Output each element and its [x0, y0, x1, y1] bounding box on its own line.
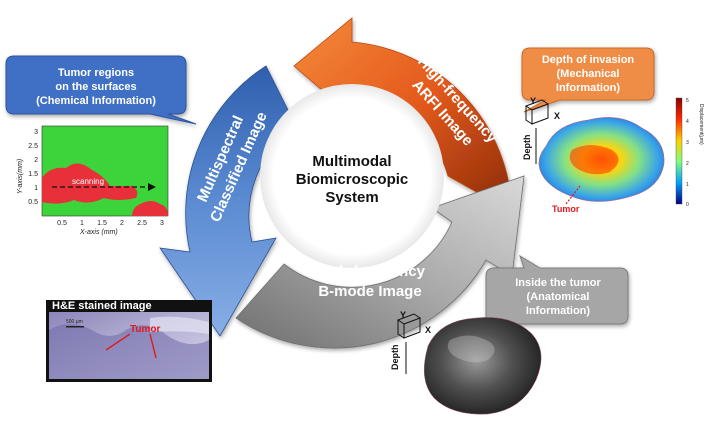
- arfi-axis-cube: [524, 99, 549, 125]
- center-title-line1: Multimodal: [312, 153, 391, 170]
- center-title-line2: Biomicroscopic: [296, 171, 409, 188]
- bmode-depth-label: Depth: [390, 345, 400, 371]
- he-image-panel: H&E stained image 500 µm Tumor: [46, 300, 212, 382]
- scan-plot-tumor-region-right: [132, 201, 168, 216]
- callout-tumor-regions-line1: Tumor regions: [58, 67, 134, 79]
- callout-tumor-regions-line2: on the surfaces: [55, 81, 136, 93]
- arfi-colorbar-label: Displacement(µm): [698, 104, 704, 145]
- he-image-tissue-texture: [49, 324, 209, 379]
- bmode-axis-cube: [396, 313, 421, 339]
- scan-plot-xtick: 2: [120, 220, 124, 227]
- callout-inside-line2: (Anatomical: [527, 291, 590, 303]
- callout-depth-line3: Information): [556, 82, 620, 94]
- scan-plot-ytick: 2.5: [28, 143, 38, 150]
- he-image-pointer-right: [149, 333, 157, 359]
- callout-inside-line3: Information): [526, 305, 590, 317]
- scan-plot-ytick: 2: [34, 157, 38, 164]
- bmode-volume-texture: [447, 335, 495, 363]
- callout-inside-tumor: [485, 254, 629, 325]
- arfi-tumor-pointer: [565, 185, 581, 205]
- arfi-colorbar: [675, 97, 683, 205]
- callout-inside-line1: Inside the tumor: [515, 277, 601, 289]
- scan-plot-ytick: 1: [34, 185, 38, 192]
- he-image-scale-bar: [66, 326, 84, 328]
- scan-line-arrowhead: [148, 183, 156, 191]
- scan-plot: scanning Y-axis(mm) X-axis (mm) 0.5 1 1.…: [17, 125, 169, 236]
- bmode-volume: Y X Depth: [390, 310, 542, 415]
- arfi-axis-y: Y: [530, 96, 536, 106]
- callout-tumor-regions: [5, 55, 197, 125]
- bmode-axis-y: Y: [400, 310, 406, 320]
- center-title-line3: System: [325, 189, 378, 206]
- arfi-colorbar-tick: 1: [686, 182, 689, 188]
- scan-plot-ytick: 3: [34, 129, 38, 136]
- he-image-title: H&E stained image: [52, 300, 152, 312]
- scan-plot-xtick: 0.5: [57, 220, 67, 227]
- callout-tumor-regions-line3: (Chemical Information): [36, 95, 156, 107]
- scan-plot-xticks: 0.5 1 1.5 2 2.5 3: [57, 220, 164, 227]
- he-image-tumor-label: Tumor: [130, 324, 160, 335]
- arfi-colorbar-tick: 0: [686, 202, 689, 208]
- bmode-label-line2: B-mode Image: [318, 283, 421, 300]
- scan-plot-xlabel: X-axis (mm): [79, 229, 118, 236]
- arfi-volume-hotspot: [569, 145, 619, 175]
- arfi-volume: Y X Depth Tumor 5 4 3 2 1 0 Displacement…: [522, 96, 704, 214]
- he-image-pointer-left: [105, 333, 131, 351]
- scan-plot-xtick: 3: [160, 220, 164, 227]
- he-image-tissue-light: [150, 316, 209, 334]
- arfi-colorbar-tick: 3: [686, 140, 689, 146]
- arfi-colorbar-tick: 5: [686, 98, 689, 104]
- bmode-volume-blob: [423, 317, 542, 415]
- scan-plot-scanning-label: scanning: [72, 177, 104, 186]
- bmode-label-line1: High-frequency: [315, 263, 426, 280]
- center-disk: [260, 84, 444, 268]
- callout-depth-line2: (Mechanical: [557, 68, 620, 80]
- scan-plot-xtick: 1: [80, 220, 84, 227]
- arfi-depth-label: Depth: [522, 135, 532, 161]
- scan-plot-ytick: 0.5: [28, 199, 38, 206]
- scan-plot-ylabel: Y-axis(mm): [17, 159, 24, 194]
- bmode-axis-x: X: [425, 325, 431, 335]
- callout-depth-line1: Depth of invasion: [542, 54, 635, 66]
- arfi-axis-x: X: [554, 111, 560, 121]
- arfi-colorbar-tick: 4: [686, 119, 689, 125]
- scan-plot-xtick: 2.5: [137, 220, 147, 227]
- he-image-scale-label: 500 µm: [66, 319, 83, 325]
- scan-plot-yticks: 3 2.5 2 1.5 1 0.5: [28, 129, 38, 206]
- arfi-tumor-label: Tumor: [552, 204, 580, 214]
- scan-plot-ytick: 1.5: [28, 171, 38, 178]
- scan-plot-xtick: 1.5: [97, 220, 107, 227]
- arfi-colorbar-tick: 2: [686, 161, 689, 167]
- scan-plot-tumor-region: [42, 163, 138, 204]
